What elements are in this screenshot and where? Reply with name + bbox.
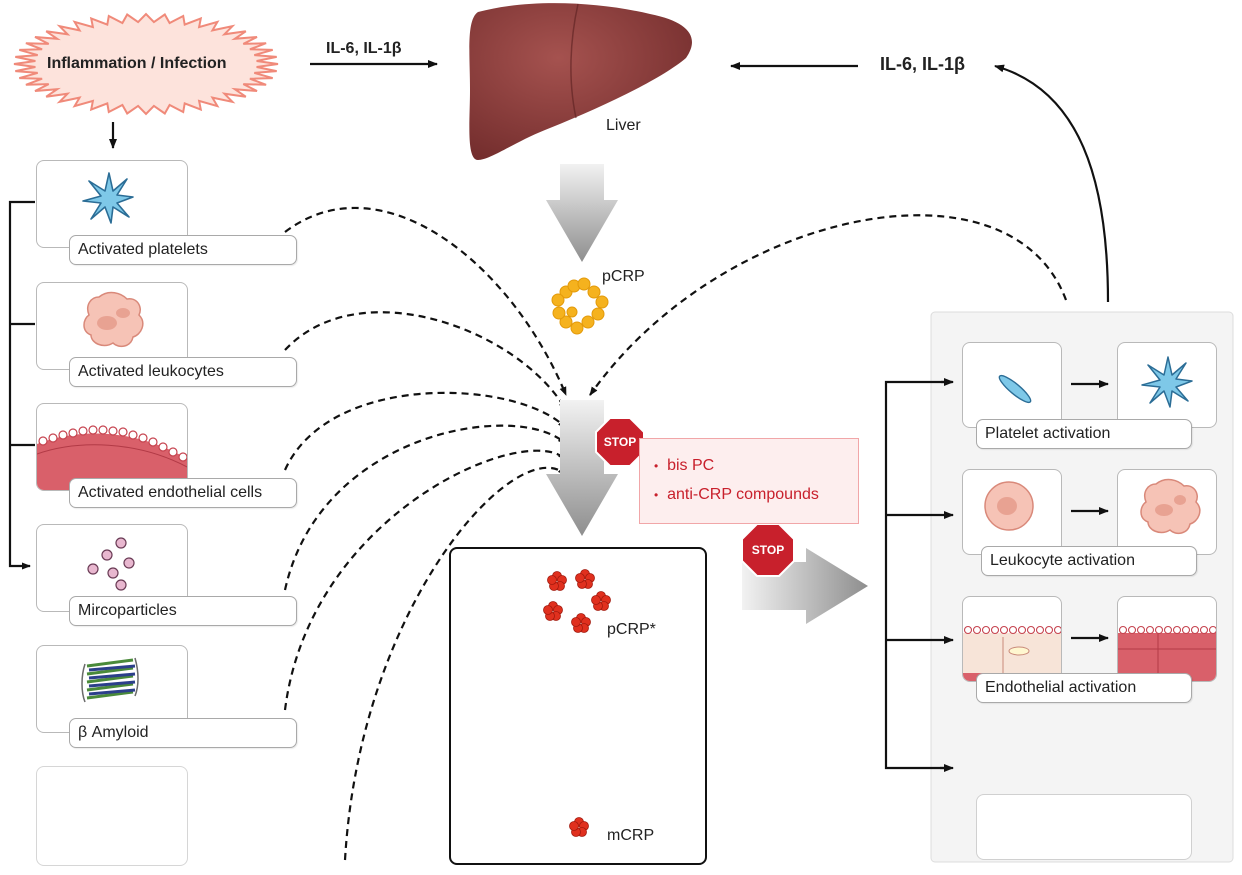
effect-label-endothelial: Endothelial activation (976, 673, 1192, 703)
effect-card-platelet-resting (962, 342, 1062, 428)
stop-sign-2 (741, 523, 795, 577)
inflammation-burst (13, 12, 279, 116)
beta-amyloid-icon (81, 657, 139, 703)
liver-icon (469, 3, 692, 160)
stop-sign-1 (595, 417, 645, 467)
mcrp-label: mCRP (607, 827, 655, 844)
pcrp-label: pCRP (602, 268, 645, 285)
stimulus-card-endothelial (36, 403, 188, 491)
stimulus-label-amyloid: β Amyloid (69, 718, 297, 748)
resting-endothelium-icon (963, 625, 1061, 681)
crp-dissociation-box: pCRP* mCRP (449, 547, 707, 865)
il-left-label: IL-6, IL-1β (326, 40, 402, 57)
activated-leukocyte-icon (1140, 478, 1201, 535)
inhibitor-box: • bis PC • anti-CRP compounds (639, 438, 859, 524)
inhibitor-label: bis PC (667, 457, 715, 474)
activated-leukocyte-icon (83, 291, 144, 348)
liver-label: Liver (606, 117, 641, 134)
effects-panel (930, 311, 1234, 863)
feedback-arrow (994, 64, 1110, 303)
stimulus-label-leukocytes: Activated leukocytes (69, 357, 297, 387)
liver-to-pcrp-arrow (546, 164, 618, 262)
microparticles-icon (87, 537, 135, 591)
inflammation-label: Inflammation / Infection (47, 55, 227, 72)
left-bracket (8, 200, 35, 570)
empty-card (36, 766, 188, 866)
effect-card-endothelial-resting (962, 596, 1062, 682)
effect-card-leukocyte-active (1117, 469, 1217, 555)
effect-card-leukocyte-resting (962, 469, 1062, 555)
dashed-stimuli-arrows (283, 206, 1068, 861)
empty-effect-card (976, 794, 1192, 860)
crp-clusters (543, 569, 611, 837)
mcrp-icon (569, 817, 589, 837)
stimulus-label-microparticles: Mircoparticles (69, 596, 297, 626)
activated-platelet-icon (82, 172, 134, 224)
resting-platelet-icon (998, 374, 1032, 404)
right-bracket (884, 380, 952, 770)
inhibitor-label: anti-CRP compounds (667, 486, 819, 503)
stimulus-label-platelets: Activated platelets (69, 235, 297, 265)
effect-card-endothelial-active (1117, 596, 1217, 682)
resting-leukocyte-icon (984, 481, 1034, 531)
stimulus-label-endothelial: Activated endothelial cells (69, 478, 297, 508)
pcrp-pentamer-icon (551, 277, 609, 335)
activated-endothelium-icon (1118, 625, 1216, 681)
effect-label-leukocyte: Leukocyte activation (981, 546, 1197, 576)
endothelial-cells-icon (37, 425, 187, 490)
inhibitor-item-anti-crp: • anti-CRP compounds (654, 486, 819, 503)
pcrp-star-cluster-icon (543, 569, 611, 633)
effect-card-platelet-active (1117, 342, 1217, 428)
activated-platelet-icon (1141, 356, 1193, 408)
il-right-label: IL-6, IL-1β (880, 54, 965, 74)
effect-label-platelet: Platelet activation (976, 419, 1192, 449)
pcrp-activated-label: pCRP* (607, 621, 656, 638)
inhibitor-item-bis-pc: • bis PC (654, 457, 715, 474)
